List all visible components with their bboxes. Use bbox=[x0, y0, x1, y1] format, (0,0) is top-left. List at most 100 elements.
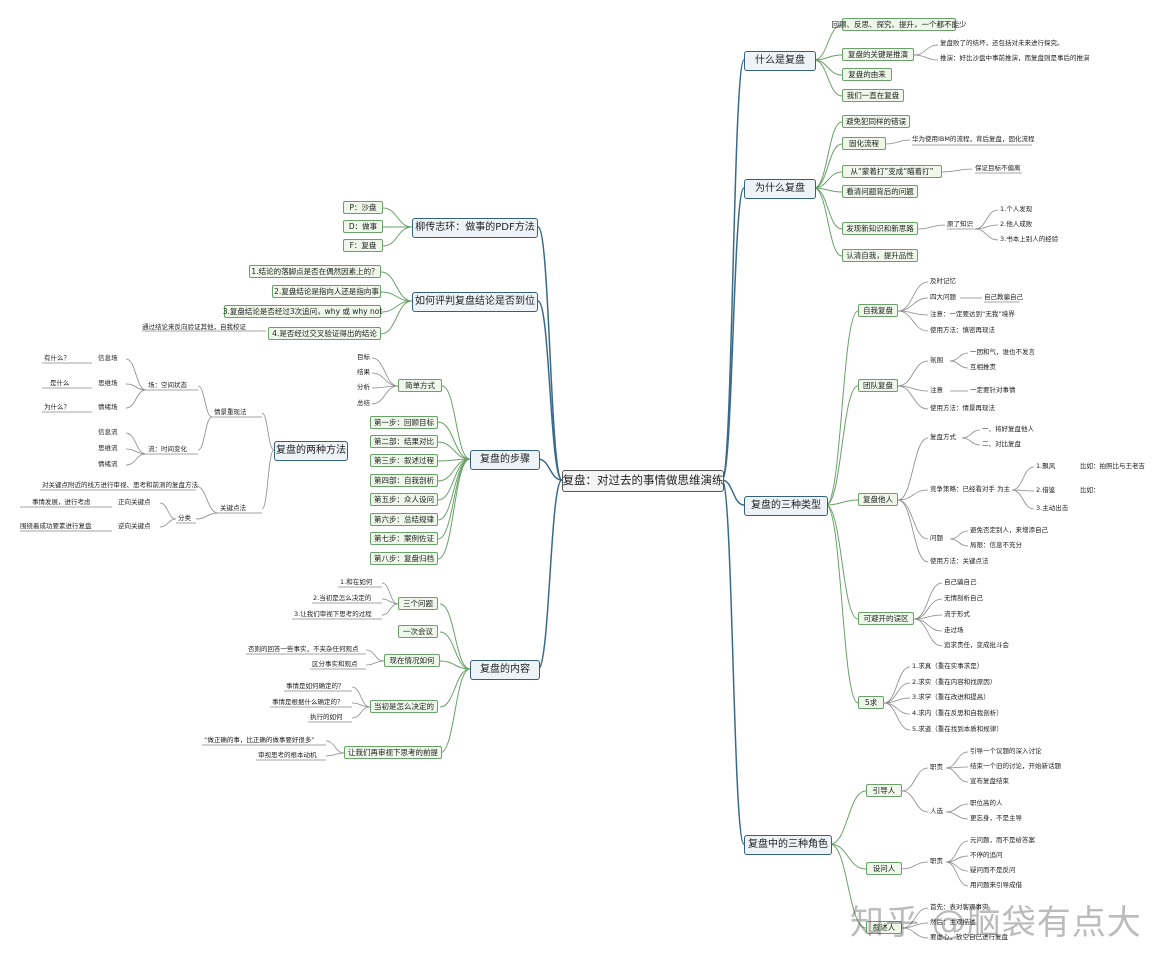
role-ask[interactable]: 设问人 bbox=[866, 862, 902, 875]
role-tell[interactable]: 叙述人 bbox=[866, 921, 902, 934]
branch-three-roles[interactable]: 复盘中的三种角色 bbox=[744, 835, 832, 855]
judge-item-4[interactable]: 4.是否经过交叉验证得出的结论 bbox=[268, 327, 381, 340]
why-fix-sub: 华为使用IBM的流程，背后复盘，固化流程 bbox=[912, 135, 1035, 143]
guide-duty-3: 宣布复盘结束 bbox=[970, 777, 1009, 785]
connector bbox=[913, 618, 943, 632]
what-item-3[interactable]: 复盘的由来 bbox=[842, 68, 892, 81]
content-rethink[interactable]: 让我们再审视下思考的前提 bbox=[344, 746, 442, 759]
branch-pdf-method[interactable]: 柳传志环：做事的PDF方法 bbox=[412, 218, 538, 238]
connector bbox=[439, 668, 471, 754]
two-key-note: 对关键点附近的线方进行审视、思考和前测的复盘方法 bbox=[42, 481, 198, 489]
branch-what-is-review[interactable]: 什么是复盘 bbox=[744, 51, 816, 71]
field-q-3: 为什么？ bbox=[44, 403, 70, 411]
branch-why-review[interactable]: 为什么复盘 bbox=[744, 179, 816, 199]
connector bbox=[197, 385, 213, 418]
role-guide[interactable]: 引导人 bbox=[866, 784, 902, 797]
connector bbox=[365, 649, 385, 662]
judge-item-1[interactable]: 1.结论的落脚点是否在偶然因素上的？ bbox=[249, 265, 381, 278]
connector bbox=[125, 448, 147, 455]
why-item-4[interactable]: 看清问题背后的问题 bbox=[842, 185, 918, 198]
connector bbox=[437, 441, 471, 460]
connector bbox=[825, 310, 859, 506]
five-item-3: 3.求学（重在改进和提高） bbox=[912, 693, 990, 701]
connector bbox=[537, 226, 563, 481]
branch-judge-conclusion[interactable]: 如何评判复盘结论是否到位 bbox=[412, 292, 538, 312]
connector bbox=[897, 489, 929, 501]
why-item-3[interactable]: 从“蒙着打”变成“瞄着打” bbox=[842, 165, 942, 178]
field-q-1: 有什么？ bbox=[44, 354, 70, 362]
pdf-item-f[interactable]: F：复盘 bbox=[343, 239, 383, 252]
why-item-6[interactable]: 认清自我，提升品性 bbox=[842, 249, 918, 262]
step-3[interactable]: 第三步：叙述过程 bbox=[370, 454, 438, 467]
pdf-item-d[interactable]: D：做事 bbox=[343, 220, 383, 233]
connector bbox=[945, 840, 969, 863]
steps-simple[interactable]: 简单方式 bbox=[398, 379, 442, 392]
branch-content[interactable]: 复盘的内容 bbox=[470, 660, 540, 680]
connector bbox=[883, 702, 911, 731]
root-node[interactable]: 复盘：对过去的事情做思维演练 bbox=[562, 470, 724, 492]
guide-choose-1: 职位高的人 bbox=[970, 799, 1003, 807]
connector bbox=[913, 598, 943, 620]
connector bbox=[813, 143, 843, 189]
pdf-item-p[interactable]: P：沙盘 bbox=[343, 201, 383, 214]
connector bbox=[901, 927, 929, 939]
type-other[interactable]: 复盘他人 bbox=[858, 493, 898, 506]
other-comp-note-2: 比如： bbox=[1080, 486, 1100, 494]
branch-three-types[interactable]: 复盘的三种类型 bbox=[744, 496, 828, 516]
judge-item-2[interactable]: 2.复盘结论是指向人还是指向事 bbox=[272, 285, 381, 298]
flow-item-2: 思维流 bbox=[98, 444, 118, 452]
other-comp-note-1: 比如：拍照比与王老吉 bbox=[1080, 462, 1145, 470]
what-item-2[interactable]: 复盘的关键是推演 bbox=[842, 48, 914, 61]
content-decide[interactable]: 当初是怎么决定的 bbox=[370, 700, 438, 713]
connector bbox=[721, 59, 745, 481]
type-self[interactable]: 自我复盘 bbox=[858, 304, 898, 317]
branch-two-methods[interactable]: 复盘的两种方法 bbox=[274, 441, 348, 461]
five-item-4: 4.求内（重在反思和自我剖析） bbox=[912, 709, 1003, 717]
step-5[interactable]: 第五步：众人设问 bbox=[370, 493, 438, 506]
why-item-2[interactable]: 固化流程 bbox=[842, 137, 886, 150]
avoid-item-3: 流于形式 bbox=[944, 610, 970, 618]
connector bbox=[437, 458, 471, 501]
connector bbox=[437, 458, 471, 560]
three-item-3: 3.让我们审视下思考的过程 bbox=[294, 610, 372, 618]
guide-choose: 人选 bbox=[930, 807, 943, 815]
ask-duty: 职责 bbox=[930, 857, 943, 865]
connector bbox=[974, 228, 999, 241]
split-note-2: 围绕着成功要素进行复盘 bbox=[20, 522, 92, 530]
step-2[interactable]: 第二部：结果对比 bbox=[370, 435, 438, 448]
content-meet[interactable]: 一次会议 bbox=[398, 625, 438, 638]
step-7[interactable]: 第七步：案例佐证 bbox=[370, 532, 438, 545]
five-item-5: 5.求道（重在找到本质和规律） bbox=[912, 725, 1003, 733]
judge-cross-note: 通过结论来反向验证其他，自我校证 bbox=[142, 323, 246, 331]
what-item-1[interactable]: 回顾、反思、探究、提升，一个都不能少 bbox=[832, 18, 967, 31]
connector bbox=[125, 453, 147, 466]
content-now[interactable]: 现在情况如何 bbox=[384, 654, 440, 667]
connector bbox=[380, 300, 413, 335]
connector bbox=[261, 412, 275, 451]
type-five[interactable]: 5求 bbox=[858, 696, 884, 709]
content-three[interactable]: 三个问题 bbox=[398, 597, 438, 610]
ask-duty-2: 不停的追问 bbox=[970, 851, 1003, 859]
connector bbox=[1011, 466, 1035, 491]
ask-duty-1: 元问题，而不是给答案 bbox=[970, 836, 1035, 844]
why-item-5[interactable]: 发现新知识和新思路 bbox=[842, 222, 918, 235]
connector bbox=[195, 485, 219, 514]
avoid-item-5: 追求责任，变成批斗会 bbox=[944, 641, 1009, 649]
avoid-item-1: 自己骗自己 bbox=[944, 578, 977, 586]
step-1[interactable]: 第一步：回顾目标 bbox=[370, 416, 438, 429]
flow-item-3: 情绪流 bbox=[98, 460, 118, 468]
step-4[interactable]: 第四部：自我剖析 bbox=[370, 474, 438, 487]
what-item-4[interactable]: 我们一直在复盘 bbox=[842, 89, 904, 102]
type-avoid[interactable]: 可避开的误区 bbox=[858, 612, 914, 625]
avoid-item-2: 无情剖析自己 bbox=[944, 594, 983, 602]
why-item-1[interactable]: 避免犯同样的错误 bbox=[842, 115, 910, 128]
step-6[interactable]: 第六步：总结规律 bbox=[370, 513, 438, 526]
type-team[interactable]: 团队复盘 bbox=[858, 379, 898, 392]
step-8[interactable]: 第八步：复盘归档 bbox=[370, 552, 438, 565]
connector bbox=[945, 861, 969, 887]
branch-steps[interactable]: 复盘的步骤 bbox=[470, 450, 540, 470]
judge-item-3[interactable]: 3.复盘结论是否经过3次追问，why 或 why not bbox=[223, 305, 382, 318]
connector bbox=[125, 389, 147, 409]
self-item-2: 四大问题 bbox=[930, 293, 956, 301]
